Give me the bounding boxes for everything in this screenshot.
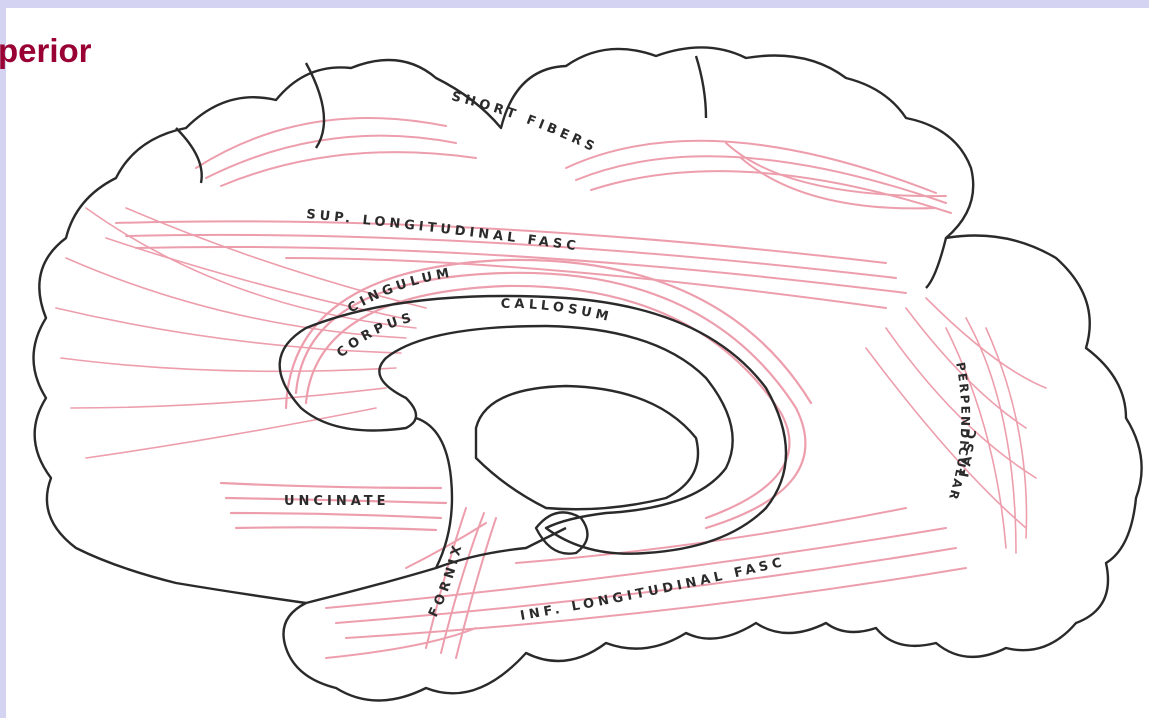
label-inf-longitudinal-text: INF. LONGITUDINAL FASC [519, 555, 787, 624]
hippocampus-outline [536, 512, 587, 553]
sulcus-3 [696, 56, 706, 118]
ventricle-outline [476, 386, 698, 509]
label-uncinate: UNCINATE [284, 494, 390, 509]
brain-diagram: SHORT FIBERS SUP. LONGITUDINAL FASC CING… [6, 8, 1149, 718]
occipital-fan-bundle [866, 298, 1046, 553]
sulcus-4 [926, 238, 946, 288]
label-inf-longitudinal: INF. LONGITUDINAL FASC [519, 555, 787, 624]
label-short-fibers: SHORT FIBERS [450, 89, 600, 156]
fiber-bundles [56, 118, 1046, 658]
sulcus-1 [176, 128, 202, 183]
slide: perior [6, 8, 1149, 718]
label-short-fibers-text: SHORT FIBERS [450, 89, 600, 156]
sulcus-2 [306, 63, 324, 148]
